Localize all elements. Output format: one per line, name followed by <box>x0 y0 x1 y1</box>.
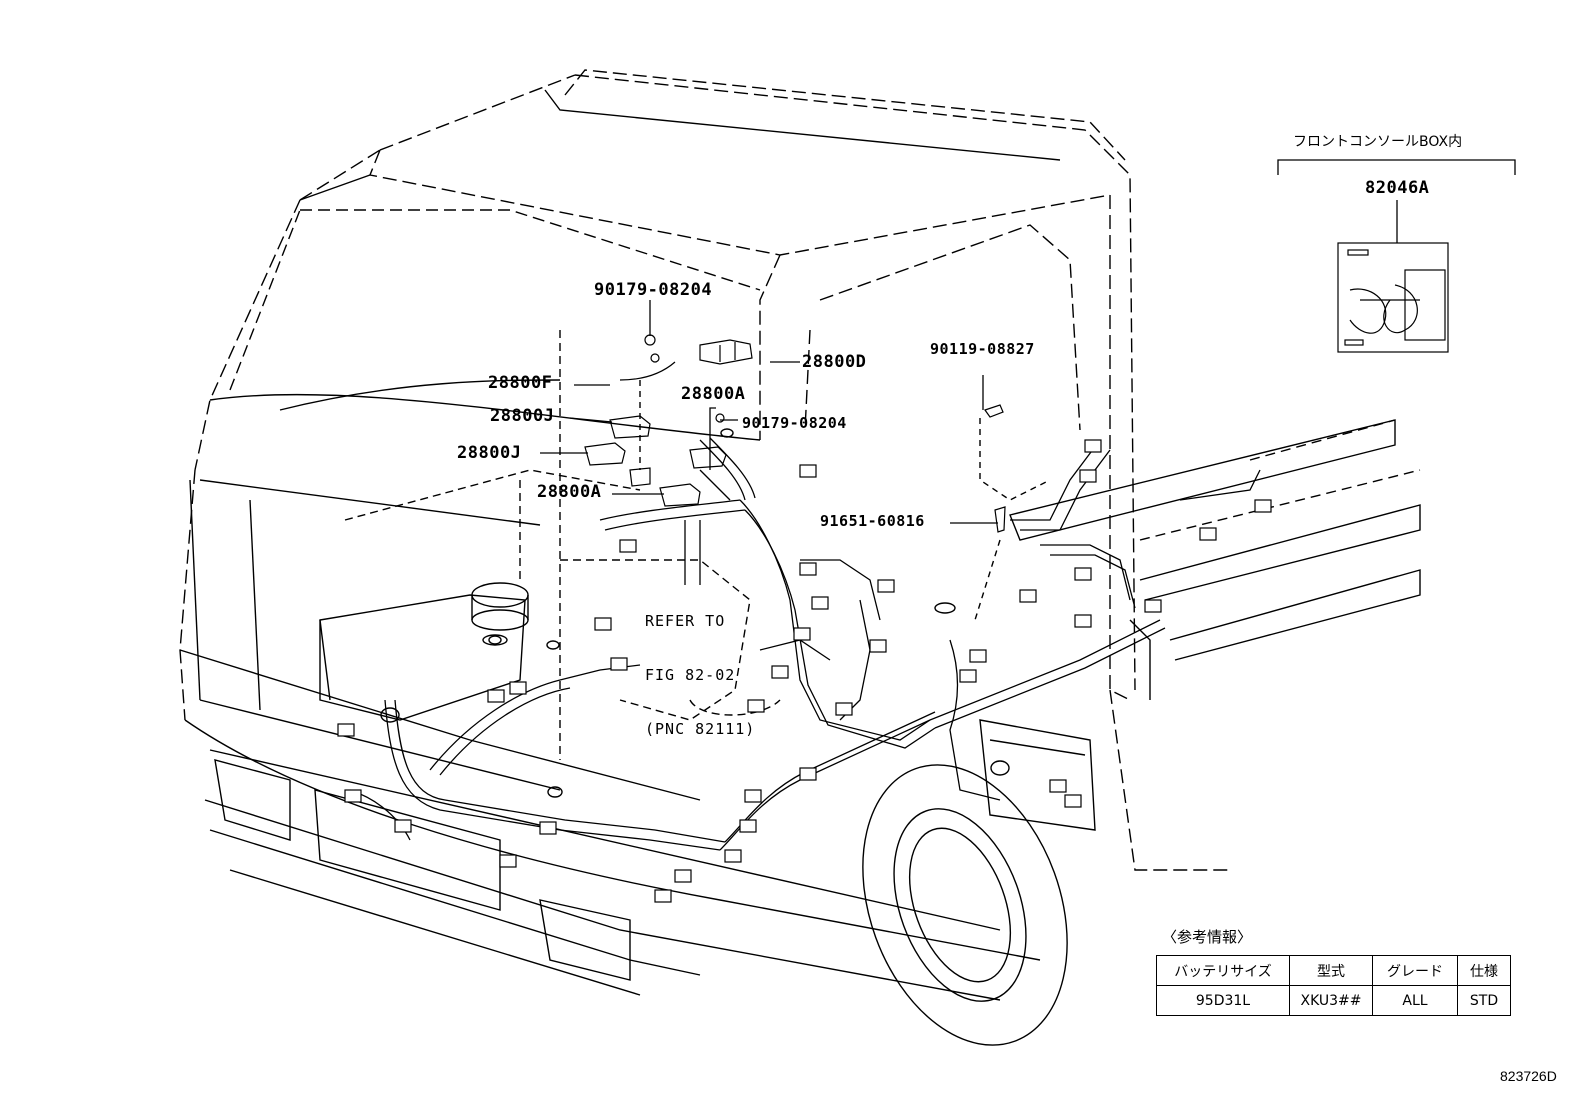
rear-dashed-frame <box>1139 419 1421 541</box>
refer-note-line1: REFER TO <box>645 612 726 630</box>
reference-info-value-row: 95D31L XKU3## ALL STD <box>1156 985 1511 1016</box>
windshield <box>229 209 761 391</box>
console-part-82046A <box>1337 242 1449 353</box>
cab-outline <box>179 69 1230 871</box>
header-model: 型式 <box>1289 955 1373 986</box>
callout-90119-08827: 90119-08827 <box>930 340 1035 358</box>
cab-roof <box>179 89 1061 1001</box>
leader-lines <box>540 300 998 585</box>
front-wheel <box>862 764 1068 1046</box>
callout-91651-60816: 91651-60816 <box>820 512 925 530</box>
reference-info-table: バッテリサイズ 型式 グレード 仕様 95D31L XKU3## ALL STD <box>1156 955 1511 1016</box>
callout-82046A: 82046A <box>1365 178 1430 198</box>
value-spec: STD <box>1457 985 1511 1016</box>
callout-90179-08204-top: 90179-08204 <box>594 280 713 300</box>
header-grade: グレード <box>1372 955 1458 986</box>
console-box-bracket <box>1277 159 1516 243</box>
callout-90179-08204-middle: 90179-08204 <box>742 414 847 432</box>
value-grade: ALL <box>1372 985 1458 1016</box>
front-grille <box>189 479 701 996</box>
value-battery-size: 95D31L <box>1156 985 1290 1016</box>
engine-block <box>319 582 956 721</box>
callout-28800D: 28800D <box>802 352 867 372</box>
reference-info-title: 〈参考情報〉 <box>1162 928 1253 946</box>
callout-28800A-lower: 28800A <box>537 482 602 502</box>
refer-note-line3: (PNC 82111) <box>645 720 756 738</box>
connectors <box>337 439 1272 903</box>
relay-brackets <box>584 334 1006 533</box>
harness-bundles <box>349 437 1261 851</box>
chassis-rails <box>1009 419 1421 700</box>
callout-28800F: 28800F <box>488 373 553 393</box>
drawing-code: 823726D <box>1500 1068 1557 1084</box>
reference-info-header-row: バッテリサイズ 型式 グレード 仕様 <box>1156 955 1511 986</box>
header-battery-size: バッテリサイズ <box>1156 955 1290 986</box>
callout-28800A-upper: 28800A <box>681 384 746 404</box>
callout-28800J-lower: 28800J <box>457 443 522 463</box>
battery-tray <box>979 719 1096 831</box>
callout-28800J-upper: 28800J <box>490 406 555 426</box>
refer-note-line2: FIG 82-02 <box>645 666 736 684</box>
grommets <box>380 428 1010 798</box>
header-spec: 仕様 <box>1457 955 1511 986</box>
dashed-engine-lines <box>639 380 1051 621</box>
console-box-label: フロントコンソールBOX内 <box>1293 134 1463 150</box>
refer-note: REFER TO FIG 82-02 (PNC 82111) <box>645 576 755 756</box>
value-model: XKU3## <box>1289 985 1373 1016</box>
engine-hidden-lines <box>344 330 781 760</box>
